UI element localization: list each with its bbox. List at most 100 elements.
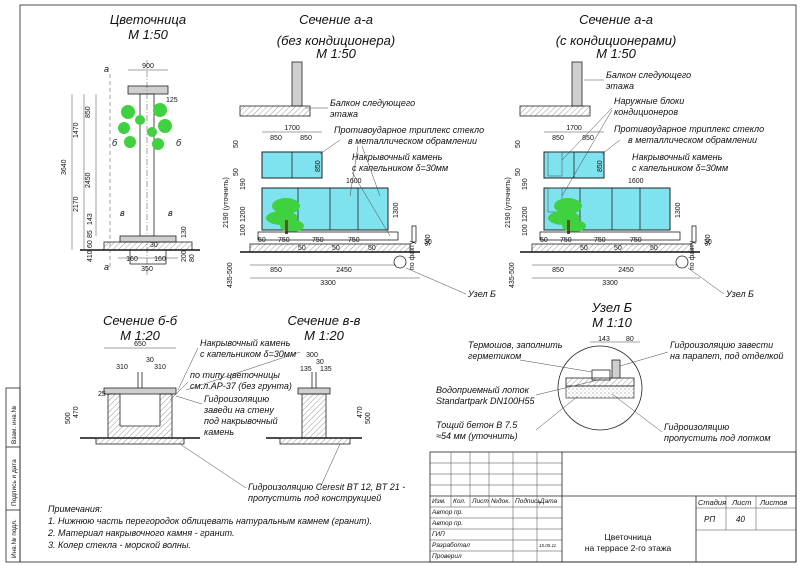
a1-dim-b50c: 50 [332,245,340,252]
section-a1-plant [266,198,304,234]
a1-dim-435: 435-500 [227,262,234,288]
a1-dim-30: 30 [424,239,432,246]
planter-dim-125: 125 [166,97,178,104]
planter-dim-60: 60 [87,240,94,248]
a1-dim-850b: 850 [300,135,312,142]
a1-dim-2450: 2450 [336,267,352,274]
a1-dim-b750a: 750 [278,237,290,244]
mark-a-bottom: а [104,262,109,272]
side-label-1: Взам. инв.№ [11,406,18,444]
planter-dim-top: 900 [142,63,154,70]
a1-callouts: Балкон следующего этажа Противоударное т… [330,98,484,173]
stamp-stage-header: Стадия [698,498,726,507]
section-a2-title: Сечение а-а [579,12,653,27]
stamp-desc-1: Цветочница [605,532,652,542]
a2-callout-3: кондиционеров [614,107,678,117]
stamp-col-4: Подпись [515,497,541,505]
node-b-dim-143: 143 [598,336,610,343]
a2-dim-b750b: 750 [594,237,606,244]
stamp-sheets-header: Листов [759,498,787,507]
a1-dim-1700: 1700 [284,125,300,132]
b-dim-470: 470 [73,406,80,418]
stamp-col-2: Лист [471,498,489,505]
planter-dim-143: 143 [87,213,94,225]
node-b-detail: Узел Б М 1:10 143 80 Термошов, заполнить… [436,300,783,443]
node-b-note-9: пропустить под лотком [664,433,771,443]
stamp-role-1: Автор пр. [431,520,463,527]
stamp-stage: РП [704,515,715,524]
ac-unit-upper [547,151,563,177]
a2-callout-6: Накрывочный камень [632,152,723,162]
a1-dim-850a: 850 [270,135,282,142]
a1-dim-floor: по факту [409,240,416,270]
a2-dim-850a: 850 [552,135,564,142]
a2-dim-b750a: 750 [560,237,572,244]
a1-callout-3: в металлическом обрамлении [348,136,477,146]
middle-note-1: с капельником δ=30мм [200,349,296,359]
node-b-note-3: на парапет, под отделкой [670,351,783,361]
a2-node-label: Узел Б [725,289,754,299]
section-b-title: Сечение б-б [103,313,178,328]
section-a-without-ac: Сечение а-а (без кондиционера) М 1:50 17… [223,12,496,299]
planter-dim-160a: 160 [126,256,138,263]
mark-v-left: в [120,208,125,218]
node-b-note-2: Гидроизоляцию завести [670,340,773,350]
node-b-note-8: Гидроизоляцию [664,422,729,432]
a2-dim-435: 435-500 [509,262,516,288]
a1-dim-b50b: 50 [298,245,306,252]
planter-dim-130: 130 [181,226,188,238]
a2-callout-2: Наружные блоки [614,96,684,106]
a2-dim-850b: 850 [582,135,594,142]
stamp-date: 15.05.11 [539,543,557,548]
middle-note-5: заведи на стену [203,405,274,415]
stamp-role-0: Автор пр. [431,509,463,516]
mark-a-top: а [104,64,109,74]
b-dim-500: 500 [65,412,72,424]
v-dim-30: 30 [316,359,324,366]
a1-callout-0: Балкон следующего [330,98,415,108]
stamp-role-2: ГИП [432,531,445,538]
a2-dim-100: 100 [522,224,529,236]
a2-callouts: Балкон следующего этажа Наружные блоки к… [606,70,764,173]
stamp-col-0: Изм. [432,498,446,505]
side-strip: Взам. инв.№ Подпись и дата Инв.№ подл. [5,387,21,563]
side-label-2: Подпись и дата [11,459,18,506]
node-b-dim-80: 80 [626,336,634,343]
mark-b-right: б [176,138,182,148]
planter-dim-410: 410 [87,250,94,262]
node-b-scale: М 1:10 [592,315,633,330]
remark-2: 2. Материал накрывочного камня - гранит. [47,528,235,538]
section-b: Сечение б-б М 1:20 650 310 30 310 25 470… [65,313,200,445]
node-b-note-1: герметиком [468,351,521,361]
a2-dim-1700: 1700 [566,125,582,132]
middle-note-4: Гидроизоляцию [204,394,269,404]
a2-dim-900: 900 [705,234,712,246]
a2-dim-1300: 1300 [675,202,682,218]
v-dim-300: 300 [306,352,318,359]
remark-1: 1. Нижнюю часть перегородок облицевать н… [48,516,372,526]
node-b-note-7: ≈54 мм (уточнить) [436,431,518,441]
a1-dim-3300: 3300 [320,280,336,287]
a1-callout-1: этажа [330,109,358,119]
a1-dim-b750b: 750 [312,237,324,244]
middle-notes: Накрывочный камень с капельником δ=30мм … [190,338,405,503]
node-b-notes: Термошов, заполнить герметиком Гидроизол… [436,340,783,443]
a1-dim-b750c: 750 [348,237,360,244]
a2-dim-b50d: 50 [650,245,658,252]
mark-v-right: в [168,208,173,218]
side-label-3: Инв.№ подл. [11,519,18,558]
section-a1-subtitle: (без кондиционера) [277,33,395,48]
a1-callout-2: Противоударное триплекс стекло [334,125,484,135]
b-dim-650: 650 [134,341,146,348]
stamp-role-3: Разработал [432,541,470,549]
a1-dim-50b: 50 [233,168,240,176]
a1-dim-1600: 1600 [346,178,362,185]
stamp-role-4: Проверил [432,553,462,560]
a1-dim-1300: 1300 [393,202,400,218]
node-b-circle [557,345,643,431]
a1-dim-b50d: 50 [368,245,376,252]
planter-dim-200: 200 [181,250,188,262]
stamp-col-1: Кол. [453,498,466,505]
section-v-scale: М 1:20 [304,328,345,343]
node-b-note-6: Тощий бетон В 7.5 [436,420,518,430]
